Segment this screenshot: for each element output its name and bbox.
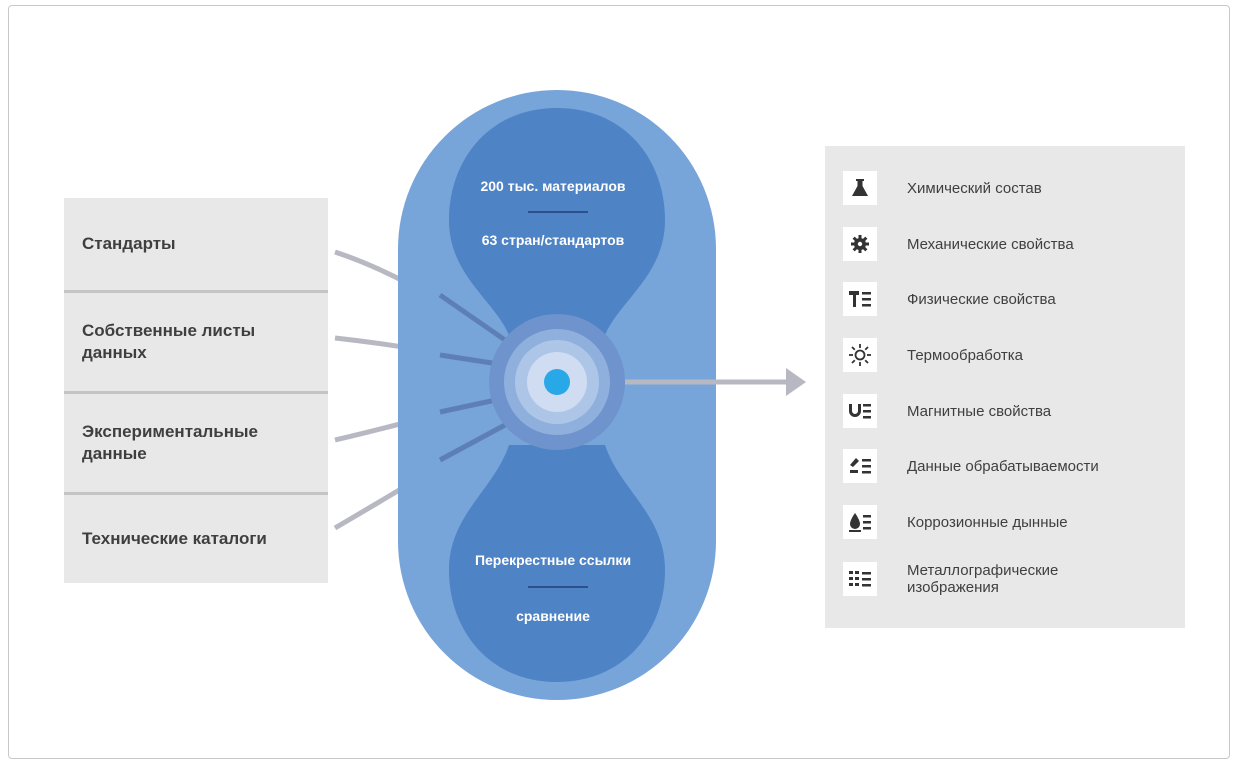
- property-item: Данные обрабатываемости: [843, 449, 1173, 483]
- property-label: Металлографические изображения: [907, 562, 1058, 596]
- property-item: Металлографические изображения: [843, 562, 1173, 596]
- source-experimental: Экспериментальные данные: [64, 394, 328, 492]
- cross-reference-label: Перекрестные ссылки: [474, 552, 632, 568]
- source-label-line2: данные: [82, 444, 147, 463]
- property-label: Магнитные свойства: [907, 402, 1052, 420]
- countries-count: 63 стран/стандартов: [481, 232, 625, 248]
- property-item: Механические свойства: [843, 227, 1173, 261]
- divider: [64, 492, 328, 495]
- property-label: Механические свойства: [907, 235, 1074, 253]
- drop-list-icon: [843, 505, 877, 539]
- source-label: Технические каталоги: [82, 529, 267, 548]
- property-label: Коррозионные дынные: [907, 513, 1068, 531]
- top-bulb: [449, 108, 665, 335]
- connector-line: [438, 292, 507, 343]
- connector-line: [438, 422, 507, 463]
- property-label: Термообработка: [907, 346, 1023, 364]
- property-label: Данные обрабатываемости: [907, 457, 1099, 475]
- property-item: Физические свойства: [843, 282, 1173, 316]
- source-catalogs: Технические каталоги: [64, 495, 328, 583]
- source-label-line1: Собственные листы: [82, 321, 256, 340]
- source-label-line1: Экспериментальные: [82, 422, 258, 441]
- magnet-list-icon: [843, 394, 877, 428]
- source-standards: Стандарты: [64, 198, 328, 290]
- sun-icon: [843, 338, 877, 372]
- output-arrow-head: [786, 368, 806, 396]
- property-label-line1: Металлографические: [907, 562, 1059, 579]
- gear-icon: [843, 227, 877, 261]
- properties-panel: Химический состав Механические свойства: [825, 146, 1185, 628]
- tool-list-icon: [843, 449, 877, 483]
- source-label-line2: данных: [82, 343, 147, 362]
- property-item: Химический состав: [843, 171, 1173, 205]
- property-label-line2: изображения: [907, 579, 999, 596]
- grid-list-icon: [843, 562, 877, 596]
- source-label: Собственные листы данных: [82, 320, 255, 364]
- sources-panel: Стандарты Собственные листы данных Экспе…: [64, 198, 328, 583]
- property-label: Химический состав: [907, 179, 1042, 197]
- divider: [64, 290, 328, 293]
- property-label: Физические свойства: [907, 290, 1056, 308]
- comparison-label: сравнение: [516, 608, 590, 624]
- bottom-bulb: [449, 445, 665, 682]
- source-datasheets: Собственные листы данных: [64, 293, 328, 391]
- property-item: Коррозионные дынные: [843, 505, 1173, 539]
- center-divider: [528, 586, 588, 588]
- source-label: Экспериментальные данные: [82, 421, 258, 465]
- property-item: Термообработка: [843, 338, 1173, 372]
- property-item: Магнитные свойства: [843, 394, 1173, 428]
- flask-icon: [843, 171, 877, 205]
- hammer-list-icon: [843, 282, 877, 316]
- materials-count: 200 тыс. материалов: [480, 178, 626, 194]
- source-label: Стандарты: [82, 234, 176, 253]
- center-divider: [528, 211, 588, 213]
- divider: [64, 391, 328, 394]
- core-dot: [544, 369, 570, 395]
